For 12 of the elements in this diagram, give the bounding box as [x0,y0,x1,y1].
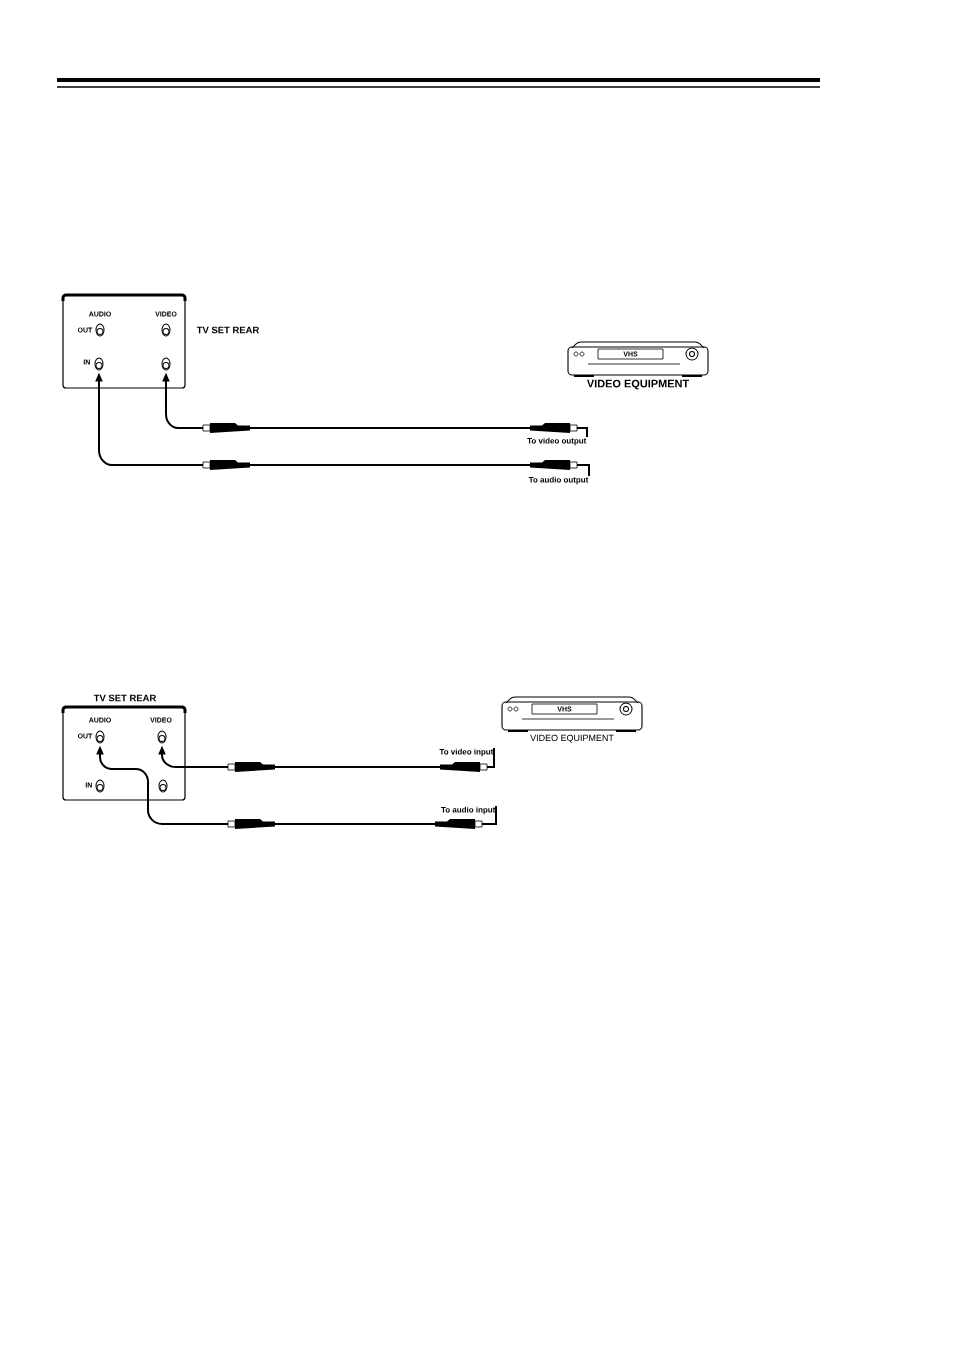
panel-heading: TV SET REAR [196,326,260,334]
jack-socket [95,323,105,337]
device-caption: VIDEO EQUIPMENT [530,734,614,743]
jack-socket [161,357,171,371]
jack-socket [95,730,105,744]
jack-socket [94,357,104,371]
jack-socket [157,730,167,744]
jack-socket [161,323,171,337]
jack-socket [95,779,105,793]
device-caption: VIDEO EQUIPMENT [586,379,690,390]
panel-heading: TV SET REAR [93,694,157,702]
jack-socket [158,779,168,793]
